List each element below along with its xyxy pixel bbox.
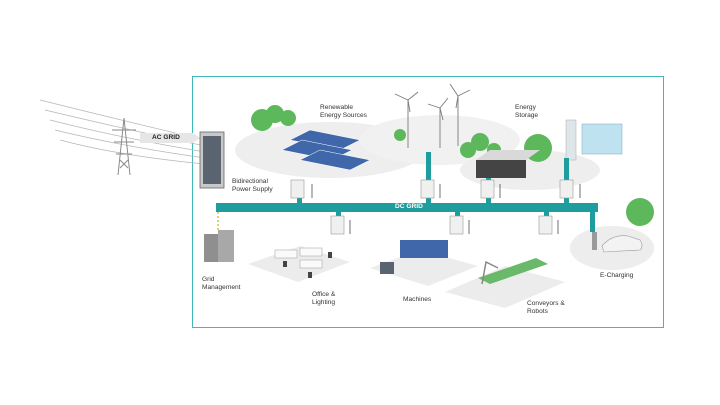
transmission-tower — [112, 117, 136, 176]
water-tank — [581, 123, 623, 155]
office-platform — [248, 246, 350, 282]
office-chairs — [283, 252, 332, 278]
solar-panels — [281, 129, 371, 171]
dc-grid-bar — [216, 203, 598, 212]
conveyors-robots-label: Conveyors & Robots — [527, 300, 565, 315]
storage-container — [476, 160, 526, 178]
robot-arm — [481, 260, 499, 285]
dc-grid-label: DC GRID — [395, 203, 423, 210]
energy-storage-label: Energy Storage — [515, 104, 539, 119]
conveyors-platform — [445, 266, 565, 308]
grid-management-cabinets — [204, 230, 234, 262]
machines-label: Machines — [403, 296, 432, 303]
grid-management-label: Grid Management — [202, 276, 241, 291]
echarging-label: E-Charging — [600, 272, 634, 279]
wind-turbines — [394, 83, 471, 148]
office-lighting-label: Office & Lighting — [312, 291, 336, 306]
converter-units — [290, 179, 574, 235]
hydrogen-storage — [565, 119, 577, 161]
electric-car — [601, 235, 643, 253]
renewable-label: Renewable Energy Sources — [320, 104, 367, 119]
conveyor-belt — [478, 258, 548, 284]
machine-unit — [400, 240, 448, 258]
ac-grid-label: AC GRID — [152, 134, 180, 141]
flow-arrows — [311, 184, 581, 234]
ac-grid-arrow — [140, 133, 200, 143]
office-desks — [274, 247, 323, 269]
bidirectional-power-supply-label: Bidirectional Power Supply — [232, 178, 273, 193]
system-boundary-frame — [192, 76, 664, 328]
machines-platform — [370, 250, 478, 286]
charging-station — [592, 232, 597, 250]
